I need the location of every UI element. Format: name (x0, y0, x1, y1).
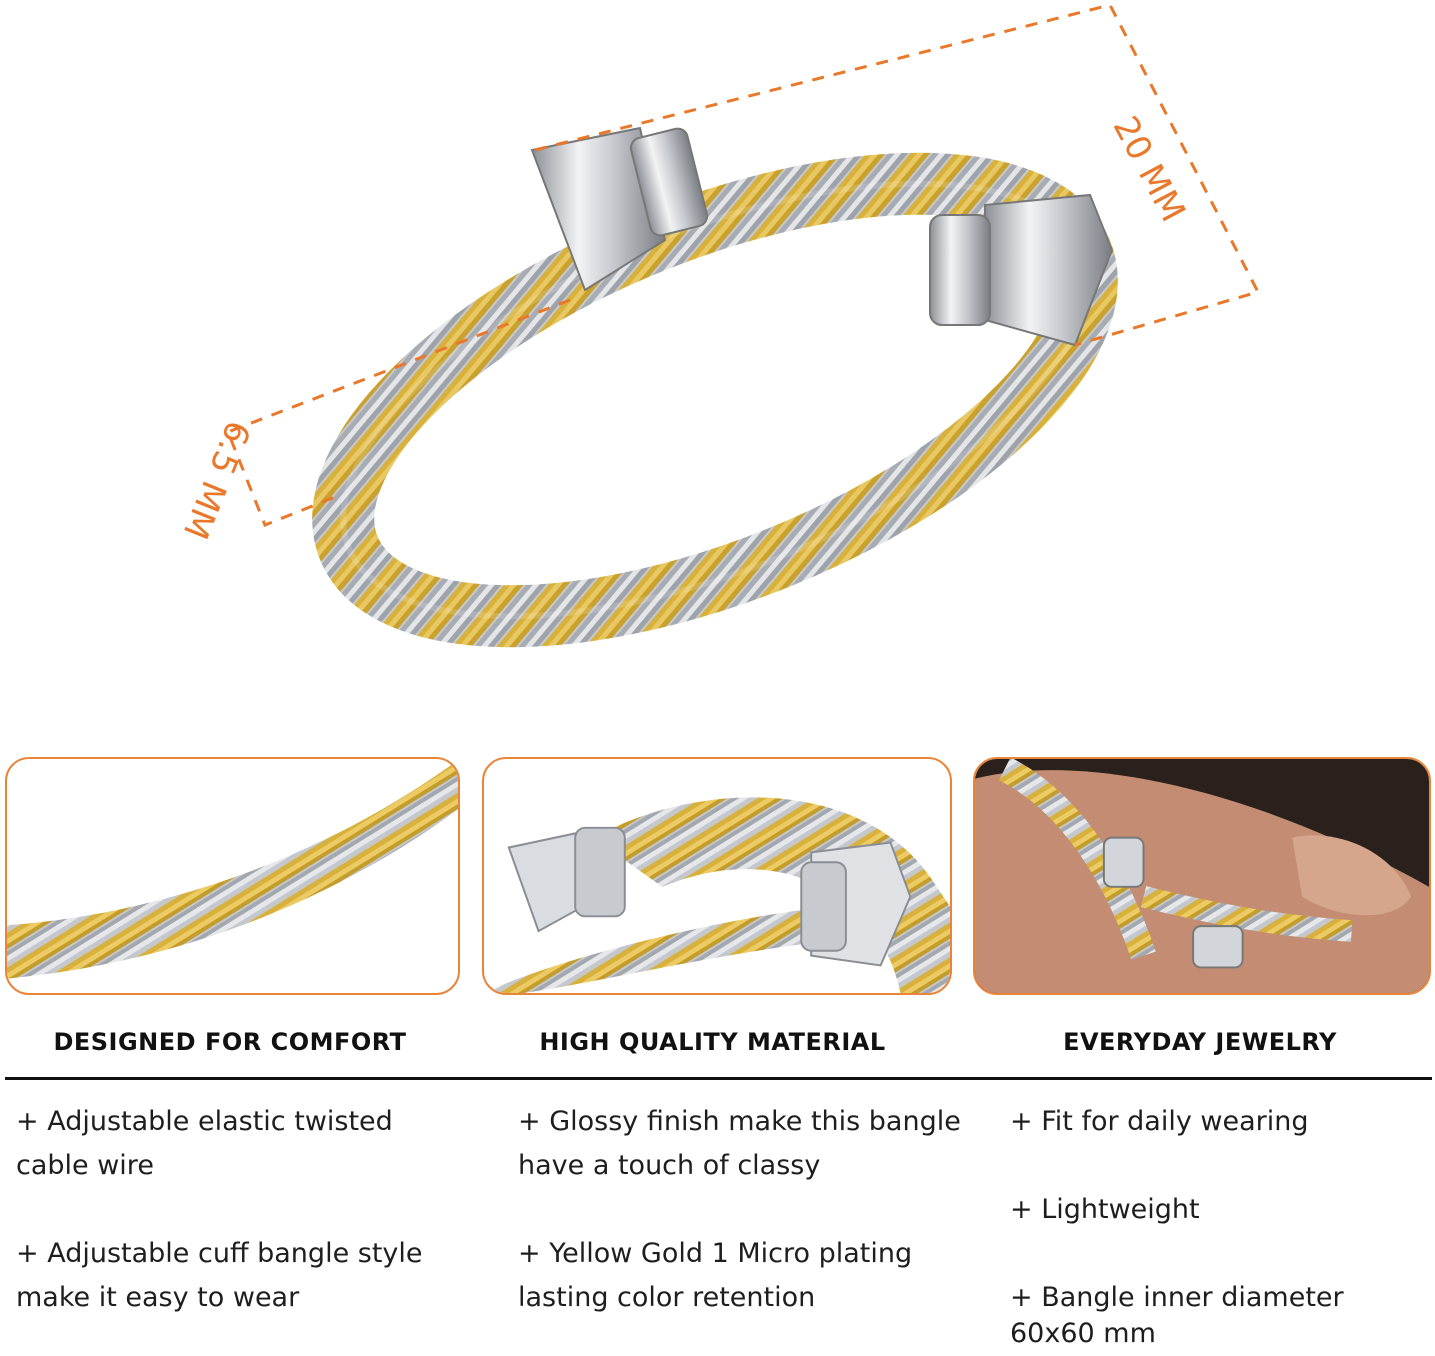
material-bullet-1-cont: have a touch of classy (518, 1150, 821, 1181)
everyday-bullet-3: + Bangle inner diameter (1010, 1282, 1344, 1313)
feature-title-everyday: EVERYDAY JEWELRY (1063, 1028, 1337, 1056)
everyday-bullet-2: + Lightweight (1010, 1194, 1200, 1225)
bangle-hero-image (226, 3, 1261, 648)
feature-title-material: HIGH QUALITY MATERIAL (539, 1028, 886, 1056)
comfort-bullet-1: + Adjustable elastic twisted (16, 1106, 393, 1137)
everyday-wear-image (973, 757, 1431, 995)
everyday-bullet-1: + Fit for daily wearing (1010, 1106, 1309, 1137)
everyday-bullet-3-cont: 60x60 mm (1010, 1318, 1156, 1349)
feature-title-comfort: DESIGNED FOR COMFORT (53, 1028, 407, 1056)
thickness-dimension-line (226, 298, 571, 527)
comfort-closeup-image (5, 757, 460, 995)
right-end-cap (929, 193, 1114, 347)
material-bullet-1: + Glossy finish make this bangle (518, 1106, 961, 1137)
material-bullet-2: + Yellow Gold 1 Micro plating (518, 1238, 913, 1269)
left-end-cap (530, 126, 709, 292)
comfort-bullet-1-cont: cable wire (16, 1150, 154, 1181)
comfort-bullet-2: + Adjustable cuff bangle style (16, 1238, 423, 1269)
material-bullet-2-cont: lasting color retention (518, 1282, 816, 1313)
comfort-bullet-2-cont: make it easy to wear (16, 1282, 300, 1313)
section-divider (5, 1077, 1432, 1080)
width-dimension-line (534, 3, 1261, 347)
material-closeup-image (482, 757, 952, 995)
